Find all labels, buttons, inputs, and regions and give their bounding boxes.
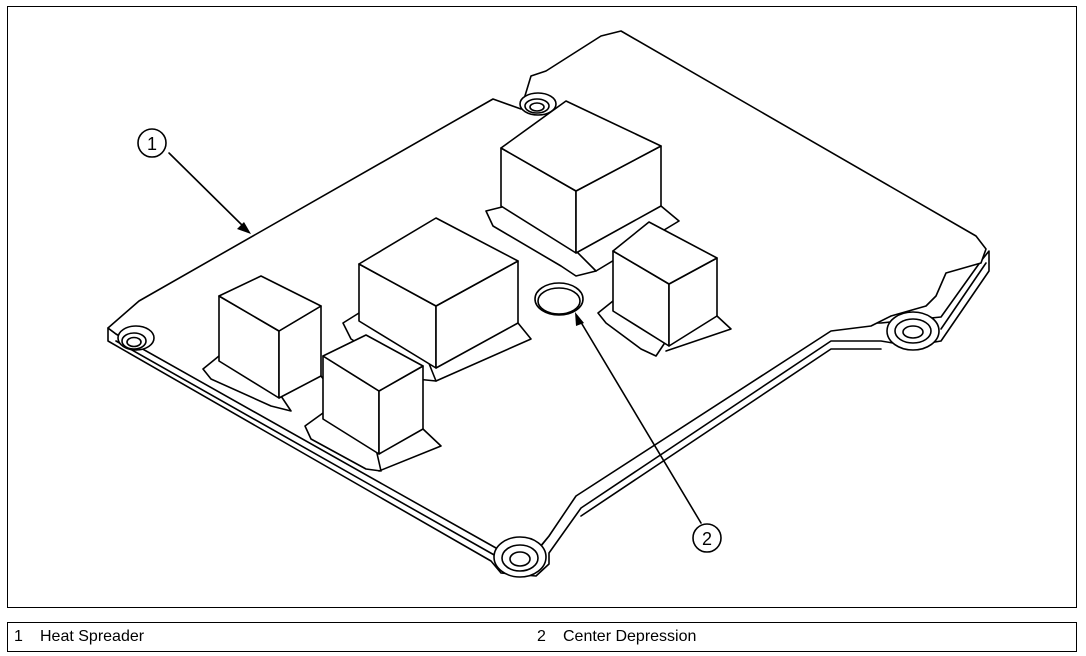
heat-spreader-drawing: 1 2 xyxy=(107,30,990,578)
callout-2-leader xyxy=(578,318,702,524)
callout-1-leader xyxy=(168,152,247,230)
callout-1-arrowhead xyxy=(237,222,251,234)
legend-number: 2 xyxy=(537,628,546,645)
figure-frame: 1 2 xyxy=(7,6,1077,608)
callout-2-arrowhead xyxy=(575,312,584,326)
mounting-hole-left xyxy=(117,325,155,351)
callout-1-number: 1 xyxy=(147,134,157,154)
block-left-small xyxy=(202,275,332,412)
block-right-small xyxy=(597,221,732,357)
legend-item-1: 1 Heat Spreader xyxy=(14,628,144,646)
callout-2-number: 2 xyxy=(702,529,712,549)
figure-legend: 1 Heat Spreader 2 Center Depression xyxy=(7,622,1077,652)
legend-number: 1 xyxy=(14,628,23,645)
callout-2-circle xyxy=(692,523,722,553)
legend-item-2: 2 Center Depression xyxy=(537,628,696,646)
legend-label: Heat Spreader xyxy=(40,628,145,645)
mounting-hole-top xyxy=(519,92,557,116)
mounting-hole-bottom xyxy=(493,536,547,578)
callout-1-circle xyxy=(137,128,167,158)
legend-label: Center Depression xyxy=(563,628,697,645)
mounting-hole-right xyxy=(886,311,940,351)
block-front-small xyxy=(304,334,442,472)
